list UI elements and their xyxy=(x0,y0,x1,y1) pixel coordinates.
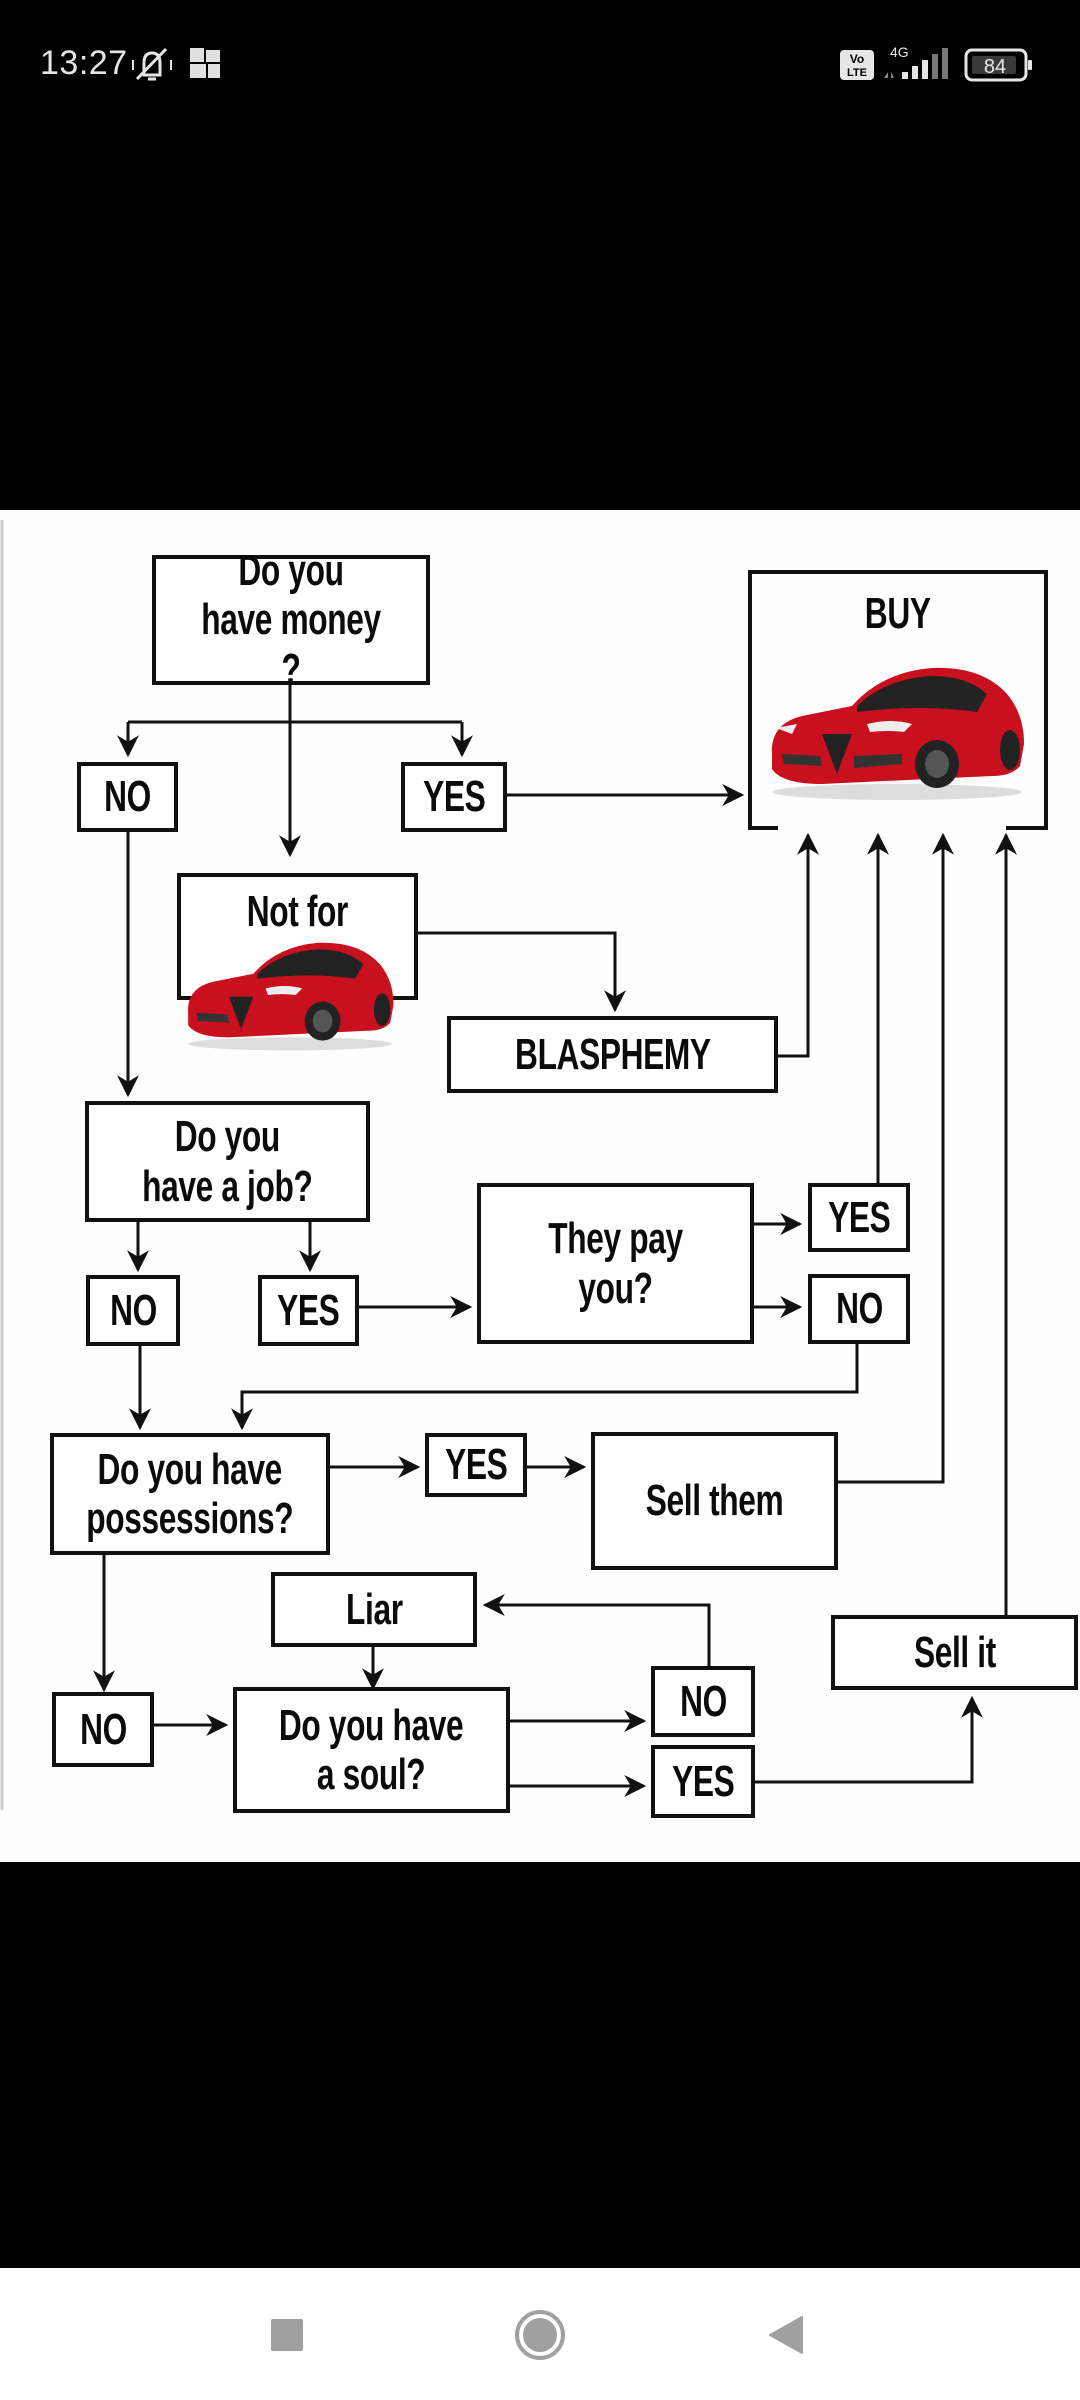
node-blasphemy: BLASPHEMY xyxy=(447,1016,778,1093)
node-sell-them: Sell them xyxy=(591,1432,838,1570)
gallery-app-icon xyxy=(188,46,222,85)
node-soul-yes: YES xyxy=(651,1745,755,1818)
node-job-question: Do you have a job? xyxy=(85,1101,370,1222)
buy-label: BUY xyxy=(865,589,931,639)
home-circle-icon[interactable] xyxy=(515,2310,565,2365)
arrow-soulno-liar xyxy=(482,1594,711,1666)
node-money-yes: YES xyxy=(401,762,507,832)
arrow-soulyes-sellit xyxy=(755,1695,983,1784)
svg-text:LTE: LTE xyxy=(847,67,867,79)
svg-text:Vo: Vo xyxy=(850,52,864,66)
node-soul-question: Do you have a soul? xyxy=(233,1687,510,1813)
node-pay-no: NO xyxy=(808,1274,910,1344)
flowchart-connectors xyxy=(0,520,1048,1810)
node-pay-question: They pay you? xyxy=(477,1183,754,1344)
red-car-image xyxy=(771,667,1024,800)
node-liar: Liar xyxy=(271,1572,477,1647)
flowchart-image: Do you have money ? NO YES BUY Not for xyxy=(0,510,1080,1862)
node-pay-yes: YES xyxy=(808,1183,910,1252)
node-buy: BUY xyxy=(754,576,1042,826)
vibrate-off-bell-icon xyxy=(130,45,174,90)
buy-box-border xyxy=(748,570,1048,830)
recents-square-icon[interactable] xyxy=(270,2318,304,2357)
svg-text:4G: 4G xyxy=(890,44,909,60)
node-job-no: NO xyxy=(86,1275,180,1346)
volte-icon: Vo LTE xyxy=(840,50,874,85)
node-start-money: Do you have money ? xyxy=(152,546,430,694)
arrow-notfor-blasphemy xyxy=(418,931,626,1013)
arrow-payno-possessions xyxy=(231,1344,859,1431)
back-triangle-icon[interactable] xyxy=(768,2315,804,2360)
status-bar: 13:27 Vo LTE 4G xyxy=(0,0,1080,130)
arrow-sellthem-buy xyxy=(838,832,954,1484)
node-possessions-no: NO xyxy=(52,1692,154,1767)
signal-4g-icon: 4G xyxy=(882,44,954,87)
node-soul-no: NO xyxy=(651,1666,755,1737)
navigation-bar xyxy=(0,2268,1080,2400)
status-time: 13:27 xyxy=(40,44,128,82)
node-money-no: NO xyxy=(77,762,178,832)
svg-text:84: 84 xyxy=(984,56,1006,78)
arrow-blasphemy-buy xyxy=(778,832,819,1058)
node-sell-it: Sell it xyxy=(831,1615,1078,1690)
node-possessions-question: Do you have possessions? xyxy=(50,1433,330,1555)
red-car-image-small xyxy=(188,942,394,1051)
node-possessions-yes: YES xyxy=(425,1433,527,1497)
battery-icon: 84 xyxy=(964,48,1034,87)
node-job-yes: YES xyxy=(258,1275,359,1346)
